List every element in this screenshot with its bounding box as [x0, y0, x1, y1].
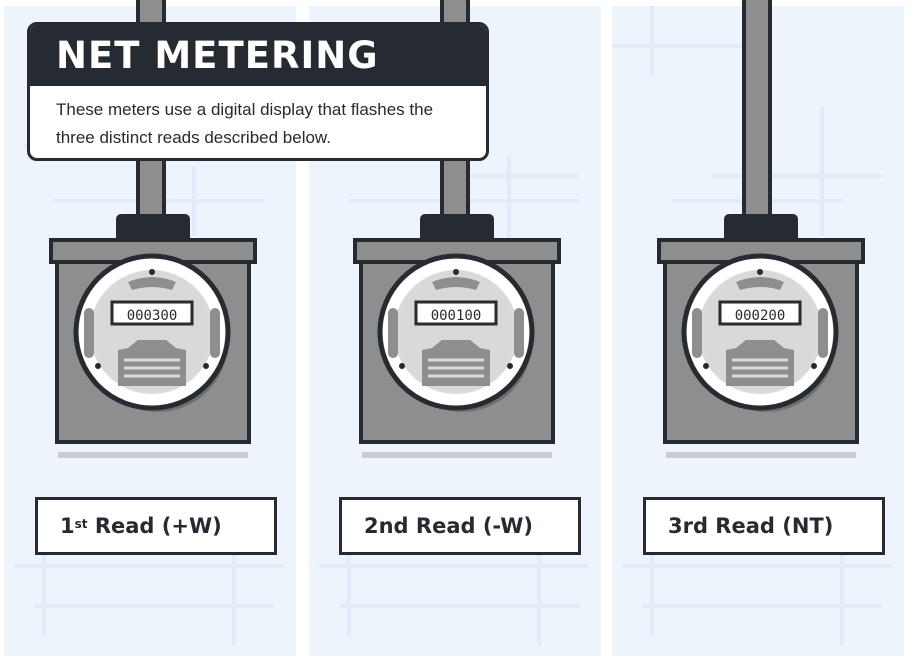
page-title: NET METERING [56, 34, 379, 77]
callout-description: These meters use a digital display that … [56, 100, 434, 147]
electric-meter-1: 000300 [49, 214, 257, 458]
read-label-2-text: 2nd Read (-W) [364, 514, 533, 538]
callout-header: NET METERING [30, 25, 486, 86]
info-callout: NET METERING These meters use a digital … [27, 22, 489, 161]
read-label-1-suffix: st [74, 517, 88, 531]
read-label-3: 3rd Read (NT) [643, 497, 885, 555]
meter-display-2: 000100 [431, 308, 482, 324]
meter-pole-3 [742, 0, 772, 214]
read-label-1-number: 1 [60, 514, 75, 538]
meter-display-1: 000300 [127, 308, 178, 324]
electric-meter-3: 000200 [657, 214, 865, 458]
read-label-2: 2nd Read (-W) [339, 497, 581, 555]
read-label-3-text: 3rd Read (NT) [668, 514, 834, 538]
meter-display-3: 000200 [735, 308, 786, 324]
read-label-1-text: Read (+W) [87, 514, 222, 538]
electric-meter-2: 000100 [353, 214, 561, 458]
